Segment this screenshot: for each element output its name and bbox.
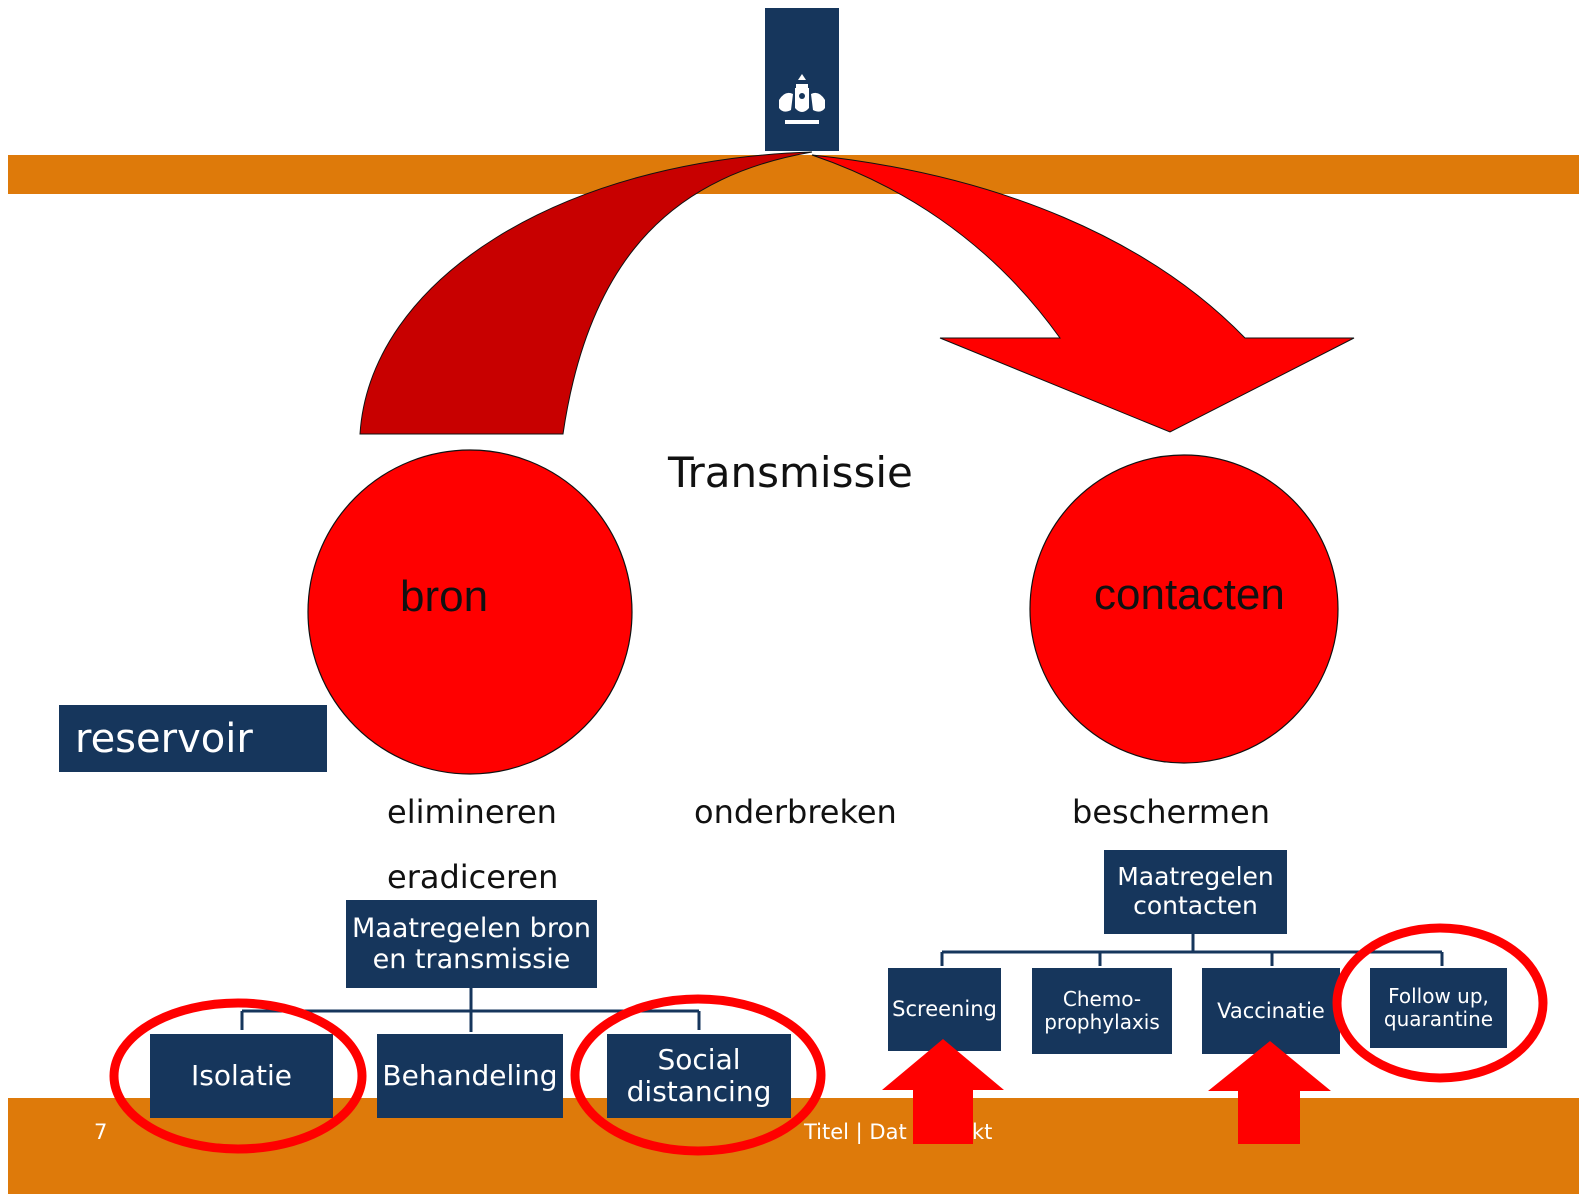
verb-eliminate: elimineren: [387, 793, 557, 831]
child-screening: Screening: [888, 968, 1001, 1051]
footer-text-2: kt: [972, 1120, 993, 1144]
reservoir-box: reservoir: [59, 705, 327, 772]
source-circle-shape: [307, 449, 633, 775]
footer-text-1: Titel | Dat: [804, 1120, 907, 1144]
contacts-circle-label: contacten: [1094, 570, 1285, 619]
transmission-title: Transmissie: [668, 448, 913, 497]
right-tree-root: Maatregelen contacten: [1104, 850, 1287, 934]
verb-interrupt: onderbreken: [694, 793, 897, 831]
dutch-coat-of-arms-icon: [779, 74, 825, 124]
child-treatment: Behandeling: [377, 1034, 563, 1118]
header-band: [8, 155, 1579, 194]
child-follow-up: Follow up, quarantine: [1370, 968, 1507, 1048]
child-chemoprophylaxis: Chemo-prophylaxis: [1032, 968, 1172, 1054]
verb-protect: beschermen: [1072, 793, 1270, 831]
contacts-circle-shape: [1029, 454, 1339, 764]
up-arrow-vaccination: [1208, 1041, 1331, 1144]
footer-page-number: 7: [94, 1120, 108, 1144]
arrow-right-half: [811, 154, 1355, 433]
verb-eradicate: eradiceren: [387, 858, 559, 896]
logo-ribbon: [765, 8, 839, 151]
source-circle-label: bron: [400, 572, 489, 621]
highlight-follow-up: [1332, 923, 1548, 1083]
highlight-isolation: [109, 998, 367, 1154]
up-arrow-screening: [882, 1039, 1004, 1144]
child-vaccination: Vaccinatie: [1202, 968, 1340, 1054]
child-isolation: Isolatie: [150, 1034, 333, 1118]
highlight-social-distancing: [570, 994, 826, 1156]
child-social-distancing: Social distancing: [607, 1034, 791, 1118]
left-tree-root: Maatregelen bron en transmissie: [346, 900, 597, 988]
arrow-left-half: [359, 151, 813, 435]
